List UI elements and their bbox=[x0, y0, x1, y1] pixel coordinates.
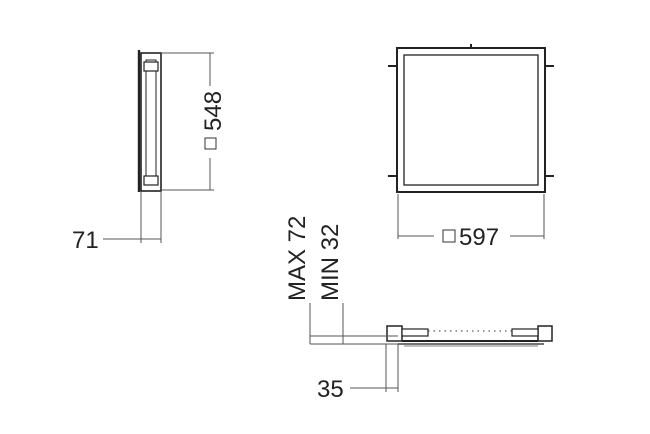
square-dimension-icon bbox=[442, 229, 456, 243]
height-dimension: 548 bbox=[161, 52, 227, 191]
depth-label: 71 bbox=[72, 227, 99, 254]
front-view bbox=[388, 44, 554, 193]
section-left-clip bbox=[386, 325, 403, 342]
width-dimension: 597 bbox=[397, 194, 545, 251]
width-label: 597 bbox=[459, 224, 499, 251]
section-view bbox=[386, 325, 553, 347]
section-left-tab bbox=[401, 328, 429, 337]
height-label: 548 bbox=[200, 91, 227, 131]
front-inner-panel bbox=[403, 54, 539, 186]
side-top-bracket bbox=[143, 61, 159, 72]
install-min-label: MIN 32 bbox=[317, 224, 344, 301]
side-view bbox=[137, 50, 162, 192]
depth-dimension: 71 bbox=[72, 191, 162, 254]
section-right-tab bbox=[511, 328, 539, 337]
install-max-label: MAX 72 bbox=[284, 216, 311, 301]
side-profile-body bbox=[140, 52, 162, 192]
section-right-clip bbox=[537, 325, 553, 342]
side-bottom-bracket bbox=[143, 175, 159, 186]
recess-dimension: 35 bbox=[317, 344, 399, 403]
side-profile-inner-channel bbox=[145, 59, 157, 185]
front-outer-frame bbox=[396, 47, 546, 193]
recess-label: 35 bbox=[317, 376, 344, 403]
install-range-dimension: MAX 72 MIN 32 bbox=[284, 216, 398, 345]
square-dimension-icon bbox=[204, 137, 217, 150]
